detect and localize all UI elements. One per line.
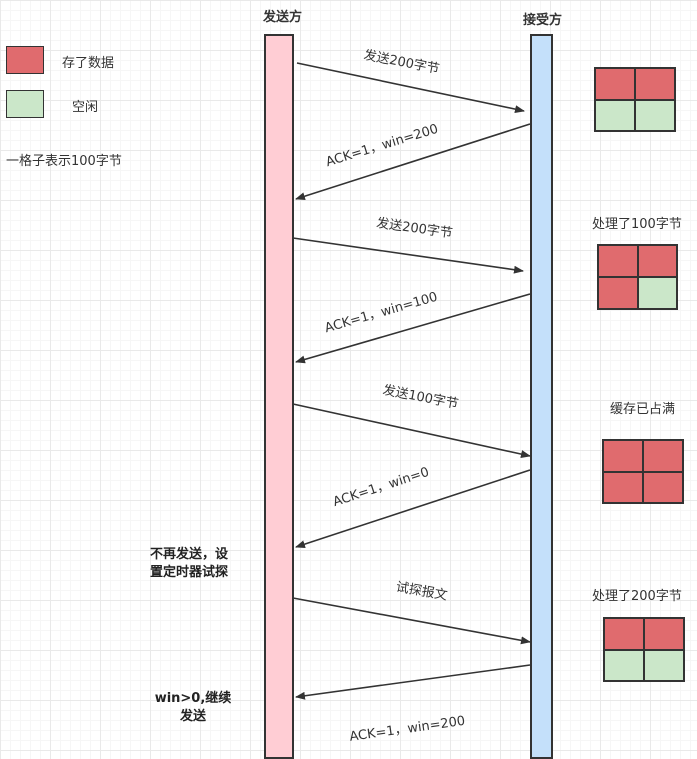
arrow-ack-100 [295,293,531,364]
arrow-send-200-2 [292,237,524,274]
buffer-cell-free [635,99,675,131]
buffer-cell-free [637,277,677,309]
note-line: win>0,继续 [154,691,232,706]
buffer-cell-used [644,618,684,650]
note-line: 不再发送，设 [150,547,229,562]
receive-buffer [597,244,678,310]
receive-buffer [602,439,684,504]
receiver-header: 接受方 [523,13,563,28]
stop-sending-note: 不再发送，设 置定时器试探 [150,546,228,582]
buffer-caption: 处理了200字节 [592,589,682,604]
buffer-cell-used [598,245,638,277]
buffer-cell-used [595,68,635,100]
buffer-cell-used [603,440,643,472]
arrow-probe [292,597,531,645]
buffer-cell-used [604,618,644,650]
arrow-ack-200-2 [295,664,531,700]
buffer-cell-free [595,99,635,131]
buffer-cell-used [603,471,643,503]
buffer-cell-used [643,440,683,472]
buffer-caption: 处理了100字节 [592,217,682,232]
arrow-send-200-1 [296,62,525,114]
note-line: 发送 [179,709,206,724]
buffer-cell-used [635,68,675,100]
note-line: 置定时器试探 [150,565,229,580]
buffer-cell-used [637,245,677,277]
sender-lifeline [264,34,294,759]
arrow-ack-200-1 [295,123,531,201]
receive-buffer [603,617,685,682]
buffer-cell-free [604,649,644,681]
legend-free-swatch [6,90,44,118]
buffer-caption: 缓存已占满 [610,402,676,417]
legend-used-label: 存了数据 [62,56,115,71]
legend-note: 一格子表示100字节 [6,154,122,169]
legend-used-swatch [6,46,44,74]
resume-sending-note: win>0,继续 发送 [152,690,234,726]
arrow-ack-0 [295,469,531,548]
buffer-cell-free [644,649,684,681]
arrow-send-100 [292,403,531,458]
buffer-cell-used [643,471,683,503]
receive-buffer [594,67,676,132]
buffer-cell-used [598,277,638,309]
sender-header: 发送方 [263,10,303,25]
legend-free-label: 空闲 [72,100,99,115]
